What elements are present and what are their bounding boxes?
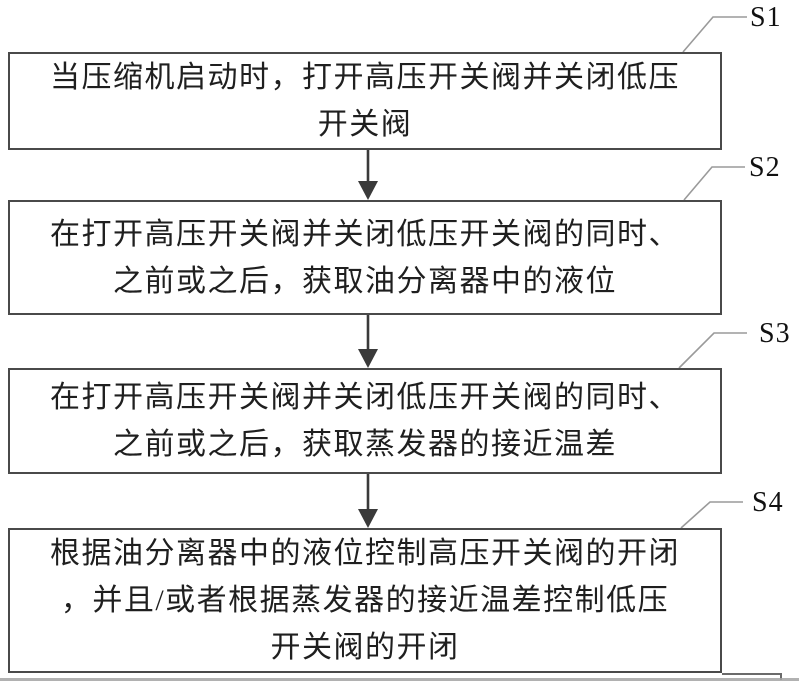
- step-label-s1: S1: [750, 2, 782, 33]
- step-text-line: 之前或之后，获取蒸发器的接近温差: [113, 428, 617, 461]
- step-box-s4: 根据油分离器中的液位控制高压开关阀的开闭 ，并且/或者根据蒸发器的接近温差控制低…: [8, 528, 722, 673]
- step-label-s3: S3: [759, 318, 791, 349]
- down-arrow-2: [358, 315, 378, 368]
- leader-line-s4: [680, 501, 743, 529]
- step-text-line: 当压缩机启动时，打开高压开关阀并关闭低压: [50, 61, 680, 94]
- leader-line-s2: [683, 166, 745, 201]
- step-text-line: 开关阀的开闭: [270, 631, 460, 664]
- down-arrow-3: [358, 474, 378, 528]
- step-text-line: 在打开高压开关阀并关闭低压开关阀的同时、: [50, 217, 680, 251]
- step-text-line: 开关阀: [317, 108, 413, 141]
- step-label-s2: S2: [749, 152, 781, 183]
- step-box-s1: 当压缩机启动时，打开高压开关阀并关闭低压 开关阀: [8, 52, 722, 150]
- scan-artifact-strip: [0, 678, 799, 681]
- leader-line-s1: [682, 16, 747, 53]
- leader-line-s3: [678, 332, 747, 369]
- step-text-line: 之前或之后，获取油分离器中的液位: [113, 264, 617, 298]
- step-box-s2: 在打开高压开关阀并关闭低压开关阀的同时、 之前或之后，获取油分离器中的液位: [8, 200, 722, 315]
- down-arrow-1: [358, 150, 378, 200]
- step-box-s3: 在打开高压开关阀并关闭低压开关阀的同时、 之前或之后，获取蒸发器的接近温差: [8, 368, 722, 474]
- step-text-line: 根据油分离器中的液位控制高压开关阀的开闭: [50, 537, 680, 570]
- step-text-line: ，并且/或者根据蒸发器的接近温差控制低压: [60, 584, 670, 617]
- step-text-line: 在打开高压开关阀并关闭低压开关阀的同时、: [50, 381, 680, 414]
- step-label-s4: S4: [752, 487, 784, 518]
